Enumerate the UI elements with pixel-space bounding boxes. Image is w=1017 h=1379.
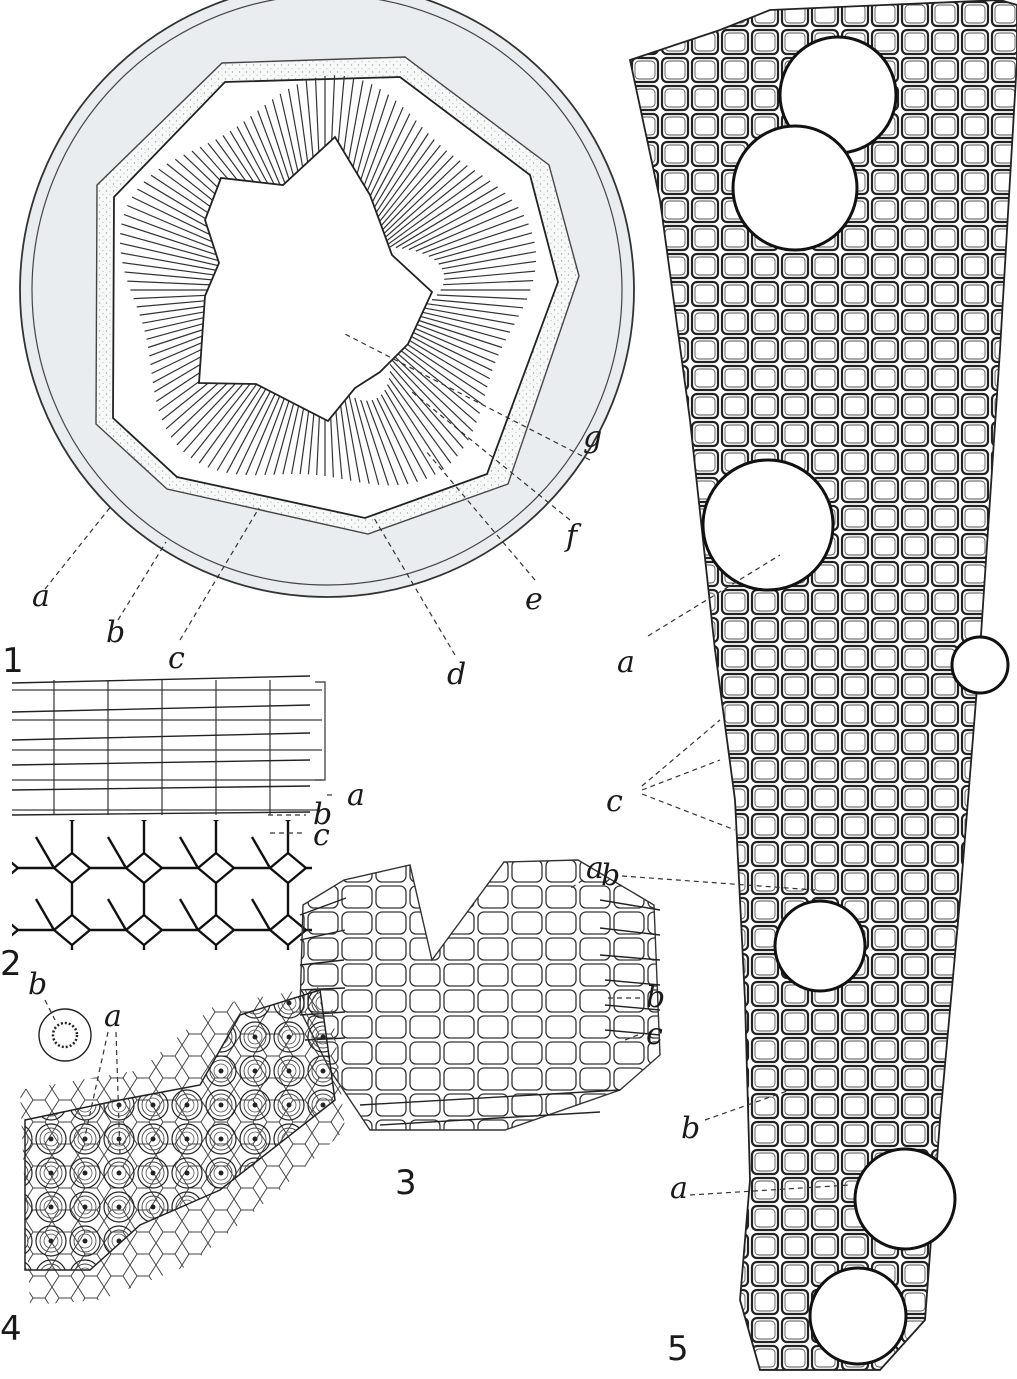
figure-5-wood-section (622, 0, 1017, 1370)
fig1-label-a: a (32, 579, 50, 614)
fig1-label-e: e (525, 582, 543, 617)
figure-2-number: 2 (0, 944, 22, 984)
vessel (775, 901, 865, 991)
figure-3-number: 3 (395, 1163, 417, 1203)
fig5-label-a-top: a (617, 645, 635, 680)
fig1-label-d: d (447, 657, 466, 692)
fig2-label-c: c (313, 818, 330, 853)
vessel (733, 126, 857, 250)
fig1-label-c: c (168, 641, 185, 676)
figure-4-stone-cells (20, 985, 345, 1305)
figure-1-number: 1 (2, 641, 24, 681)
figure-5-number: 5 (667, 1329, 689, 1369)
figure-3-lenticel-section (300, 860, 660, 1130)
fig5-label-a-bottom: a (670, 1171, 688, 1206)
fig3-label-c: c (646, 1017, 663, 1052)
fig2-label-a: a (347, 778, 365, 813)
vessel (855, 1149, 955, 1249)
figure-2-periderm-section (12, 676, 336, 950)
fig1-label-f: f (564, 519, 582, 554)
figure-4-number: 4 (0, 1309, 22, 1349)
fig5-label-b-top: b (601, 858, 620, 893)
fig1-label-g: g (583, 420, 602, 455)
fig4-label-a: a (104, 999, 122, 1034)
fig1-label-b: b (106, 615, 125, 650)
fig3-label-b: b (646, 980, 665, 1015)
fig5-label-c: c (606, 784, 623, 819)
vessel (810, 1268, 906, 1364)
vessel (703, 460, 833, 590)
vessel (952, 637, 1008, 693)
fig4-label-b: b (28, 967, 47, 1002)
figure-1-stem-cross-section (20, 0, 634, 655)
fig5-label-b-bottom: b (681, 1111, 700, 1146)
